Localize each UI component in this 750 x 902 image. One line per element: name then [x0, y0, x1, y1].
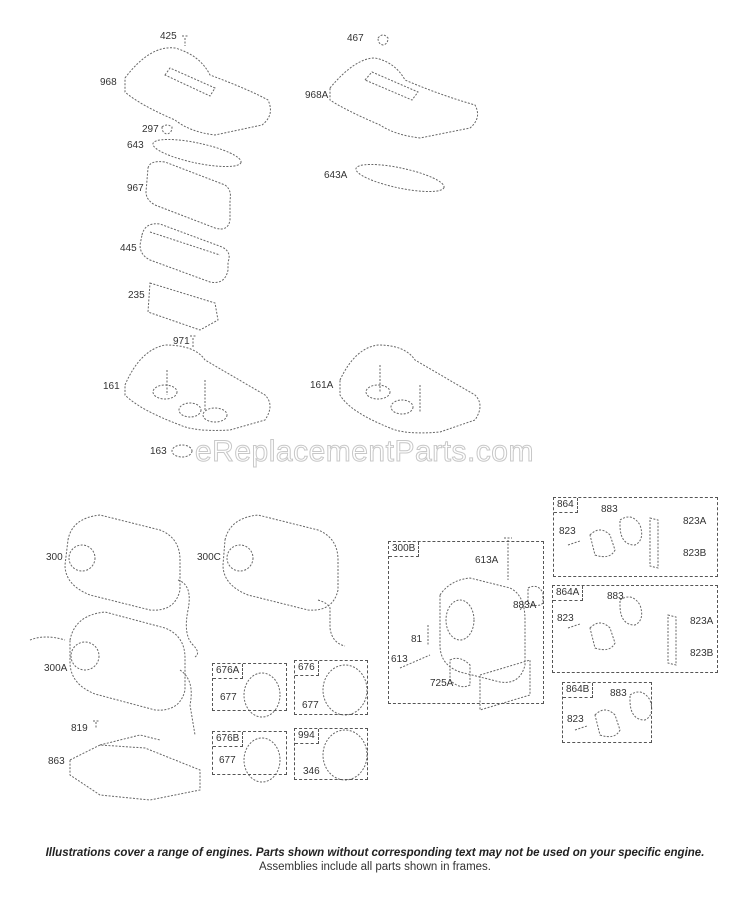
frame-tag-676: 676: [295, 661, 319, 676]
part-label-725A[interactable]: 725A: [430, 678, 454, 689]
part-label-819[interactable]: 819: [71, 723, 88, 734]
part-label-823[interactable]: 823: [557, 613, 574, 624]
part-label-823[interactable]: 823: [559, 526, 576, 537]
frame-676A[interactable]: 676A: [212, 663, 287, 711]
part-label-823B[interactable]: 823B: [690, 648, 714, 659]
frame-994[interactable]: 994: [294, 728, 368, 780]
part-label-300A[interactable]: 300A: [44, 663, 68, 674]
part-label-81[interactable]: 81: [411, 634, 423, 645]
part-label-643A[interactable]: 643A: [324, 170, 348, 181]
part-label-677[interactable]: 677: [302, 700, 319, 711]
frame-676B[interactable]: 676B: [212, 731, 287, 775]
part-label-823A[interactable]: 823A: [683, 516, 707, 527]
part-label-971[interactable]: 971: [173, 336, 190, 347]
frame-tag-676A: 676A: [213, 664, 244, 679]
part-label-445[interactable]: 445: [120, 243, 137, 254]
frame-tag-864A: 864A: [553, 586, 584, 601]
frame-300B[interactable]: 300B: [388, 541, 544, 704]
part-label-823[interactable]: 823: [567, 714, 584, 725]
cover-968-drawing: [124, 35, 271, 136]
frame-tag-864B: 864B: [563, 683, 594, 698]
part-label-863[interactable]: 863: [48, 756, 65, 767]
assembly-note: Assemblies include all parts shown in fr…: [258, 861, 492, 873]
part-label-967[interactable]: 967: [127, 183, 144, 194]
part-label-677[interactable]: 677: [219, 755, 236, 766]
part-label-883[interactable]: 883: [601, 504, 618, 515]
frame-tag-300B: 300B: [389, 542, 420, 557]
part-label-643[interactable]: 643: [127, 140, 144, 151]
frame-tag-676B: 676B: [213, 732, 244, 747]
frame-864B[interactable]: 864B: [562, 682, 652, 743]
part-label-823A[interactable]: 823A: [690, 616, 714, 627]
disclaimer-note: Illustrations cover a range of engines. …: [45, 847, 705, 859]
watermark: eReplacementParts.com: [195, 435, 534, 469]
part-label-300[interactable]: 300: [46, 552, 63, 563]
part-label-677[interactable]: 677: [220, 692, 237, 703]
part-label-968A[interactable]: 968A: [305, 90, 329, 101]
part-label-613A[interactable]: 613A: [475, 555, 499, 566]
frame-tag-864: 864: [554, 498, 578, 513]
part-label-235[interactable]: 235: [128, 290, 145, 301]
frame-864[interactable]: 864: [553, 497, 718, 577]
part-label-161[interactable]: 161: [103, 381, 120, 392]
footer-notes: Illustrations cover a range of engines. …: [0, 846, 750, 874]
frame-tag-994: 994: [295, 729, 319, 744]
part-label-883[interactable]: 883: [607, 591, 624, 602]
part-label-883A[interactable]: 883A: [513, 600, 537, 611]
part-label-346[interactable]: 346: [303, 766, 320, 777]
part-label-467[interactable]: 467: [347, 33, 364, 44]
part-label-425[interactable]: 425: [160, 31, 177, 42]
part-label-613[interactable]: 613: [391, 654, 408, 665]
part-label-968[interactable]: 968: [100, 77, 117, 88]
part-label-163[interactable]: 163: [150, 446, 167, 457]
part-label-161A[interactable]: 161A: [310, 380, 334, 391]
frame-676[interactable]: 676: [294, 660, 368, 715]
part-label-883[interactable]: 883: [610, 688, 627, 699]
frame-864A[interactable]: 864A: [552, 585, 718, 673]
part-label-823B[interactable]: 823B: [683, 548, 707, 559]
part-label-297[interactable]: 297: [142, 124, 159, 135]
part-label-300C[interactable]: 300C: [197, 552, 221, 563]
